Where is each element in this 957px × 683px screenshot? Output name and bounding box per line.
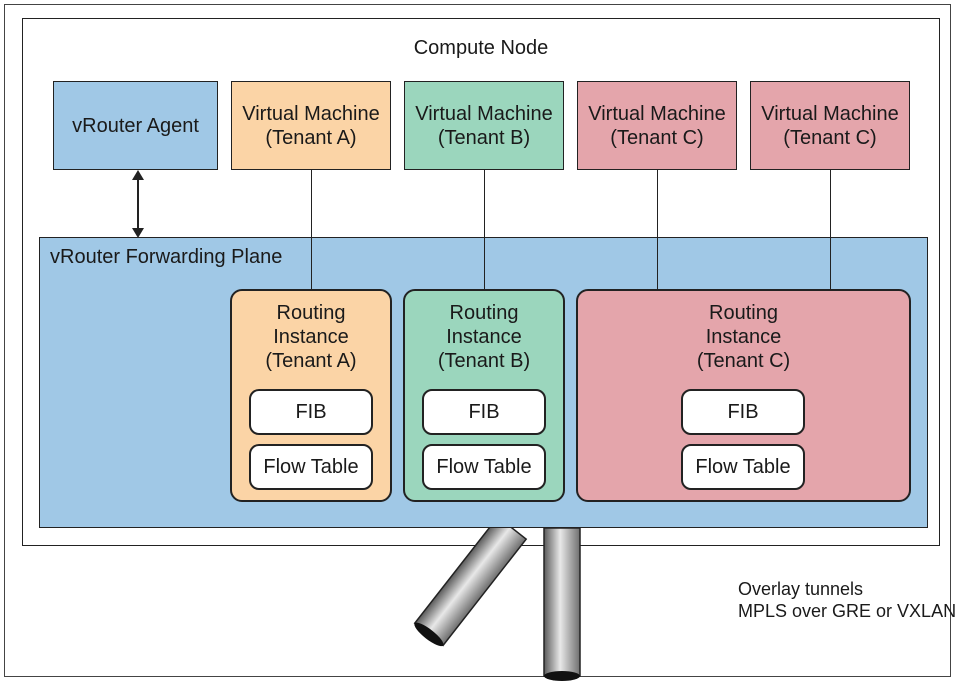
vm-tenant-c-1-line1: Virtual Machine <box>588 102 726 125</box>
overlay-tunnels-graphic <box>413 528 581 681</box>
ri-a-fib: FIB <box>249 389 373 435</box>
ri-b-flow-table: Flow Table <box>422 444 546 490</box>
routing-instance-tenant-a: Routing Instance (Tenant A) FIB Flow Tab… <box>230 289 392 502</box>
routing-instance-tenant-c: Routing Instance (Tenant C) FIB Flow Tab… <box>576 289 911 502</box>
ri-a-line3: (Tenant A) <box>265 350 357 372</box>
ri-c-line2: Instance <box>705 326 782 348</box>
ri-b-fib: FIB <box>422 389 546 435</box>
routing-instance-tenant-b: Routing Instance (Tenant B) FIB Flow Tab… <box>403 289 565 502</box>
wire-vm-c2 <box>830 170 831 289</box>
vrouter-agent-box: vRouter Agent <box>53 81 218 170</box>
ri-c-line1: Routing <box>709 302 778 324</box>
vm-tenant-c-1: Virtual Machine (Tenant C) <box>577 81 737 170</box>
tunnels-line1: Overlay tunnels <box>738 579 864 599</box>
vm-tenant-b-line2: (Tenant B) <box>437 126 531 149</box>
vm-tenant-b-line1: Virtual Machine <box>415 102 553 125</box>
forwarding-plane-title: vRouter Forwarding Plane <box>50 246 283 268</box>
vm-tenant-b: Virtual Machine (Tenant B) <box>404 81 564 170</box>
diagram-frame <box>4 4 951 677</box>
wire-vm-a <box>311 170 312 289</box>
ri-c-fib: FIB <box>681 389 805 435</box>
agent-plane-arrow <box>132 170 144 238</box>
vm-tenant-c-2-line2: (Tenant C) <box>783 126 877 149</box>
ri-b-flow-table-label: Flow Table <box>436 455 532 478</box>
vm-tenant-c-2-line1: Virtual Machine <box>761 102 899 125</box>
ri-c-flow-table-label: Flow Table <box>695 455 791 478</box>
ri-a-line2: Instance <box>273 326 349 348</box>
tunnel-pipe-center <box>543 528 581 681</box>
vrouter-agent-label: vRouter Agent <box>72 114 199 137</box>
ri-a-flow-table: Flow Table <box>249 444 373 490</box>
wire-vm-b <box>484 170 485 289</box>
ri-b-fib-label: FIB <box>468 400 500 423</box>
ri-b-line3: (Tenant B) <box>437 350 531 372</box>
compute-node-title: Compute Node <box>413 37 549 59</box>
tunnels-line2: MPLS over GRE or VXLAN <box>738 601 957 621</box>
ri-b-line2: Instance <box>446 326 522 348</box>
vm-tenant-a-line2: (Tenant A) <box>265 126 357 149</box>
wire-vm-c1 <box>657 170 658 289</box>
ri-c-fib-label: FIB <box>727 400 759 423</box>
ri-c-flow-table: Flow Table <box>681 444 805 490</box>
ri-b-line1: Routing <box>449 302 519 324</box>
overlay-tunnels-caption: Overlay tunnels MPLS over GRE or VXLAN <box>738 578 956 622</box>
vm-tenant-c-1-line2: (Tenant C) <box>610 126 704 149</box>
ri-a-flow-table-label: Flow Table <box>263 455 359 478</box>
vm-tenant-c-2: Virtual Machine (Tenant C) <box>750 81 910 170</box>
vm-tenant-a: Virtual Machine (Tenant A) <box>231 81 391 170</box>
tunnel-pipe-left <box>413 528 528 647</box>
ri-a-fib-label: FIB <box>295 400 327 423</box>
ri-a-line1: Routing <box>276 302 346 324</box>
vm-tenant-a-line1: Virtual Machine <box>242 102 380 125</box>
ri-c-line3: (Tenant C) <box>696 350 791 372</box>
